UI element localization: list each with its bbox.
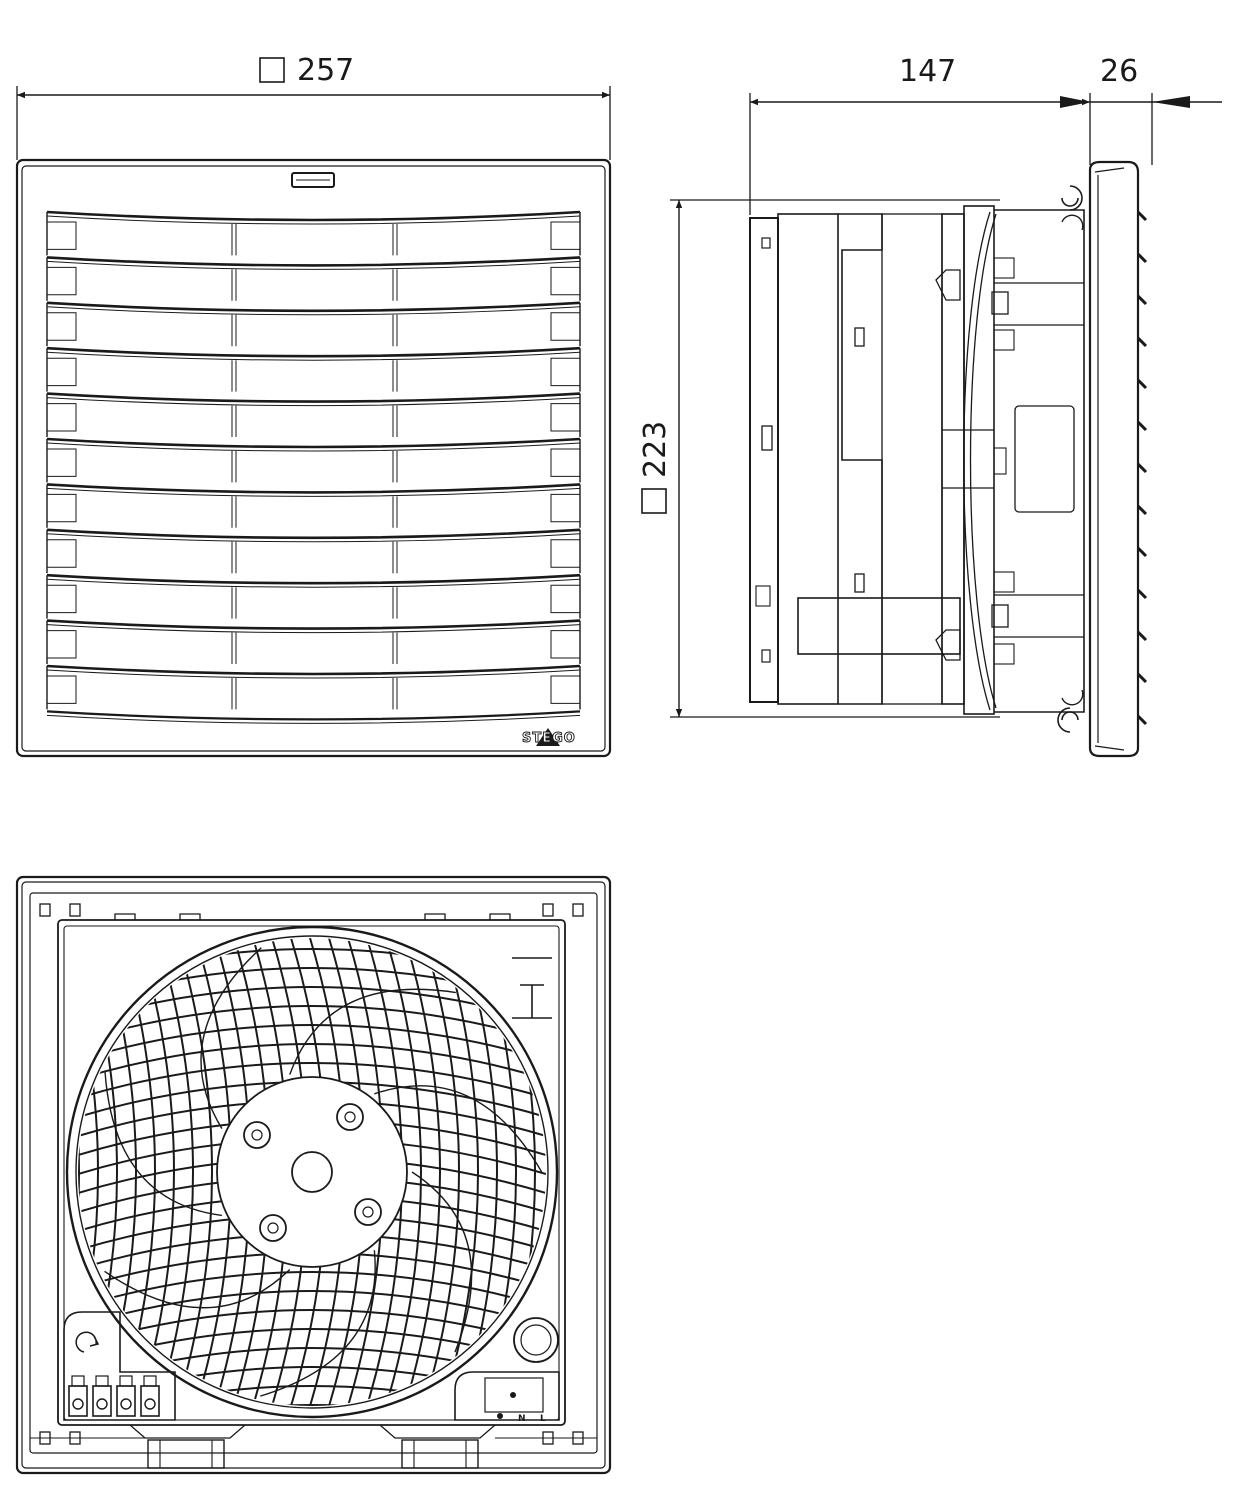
grille-slat [46,392,581,403]
fan-guard-ring [65,925,559,1419]
height-dimension-value: 223 [638,421,673,478]
svg-text:STEGO: STEGO [522,731,576,746]
front-frame-inner [21,165,606,752]
width-dimension: 257 [16,53,611,160]
front-frame-outer [15,158,612,758]
grille-slat [46,573,581,585]
grille-slat [46,664,581,676]
side-view: 147 26 223 [638,54,1222,758]
grille-slat [46,256,581,267]
earth-icon [75,1331,100,1353]
side-clips [1057,185,1084,733]
grille-slat [46,710,581,721]
connection-block: N L [454,1317,560,1424]
grille-slat [46,346,581,358]
fan-hub [216,1076,408,1268]
stego-logo: STEGO [522,728,576,746]
grille-slat [46,301,581,313]
svg-text:L: L [540,1414,546,1424]
frame-depth-dimension-value: 26 [1100,54,1138,89]
grille-slat [46,210,581,222]
terminal-block [63,1311,176,1421]
height-dimension: 223 [638,199,1000,718]
width-dimension-value: 257 [297,53,354,88]
square-symbol-icon [641,488,667,514]
frame-depth-dimension: 26 [1060,54,1222,165]
front-view: 257 STEGO [15,53,612,758]
depth-dimension-value: 147 [899,54,956,89]
square-symbol-icon [259,57,285,83]
cable-gland [513,1317,559,1363]
grille-louvers [46,210,581,724]
grille-slat [46,437,581,449]
depth-dimension: 147 [749,54,1091,215]
rear-view: N L [15,875,612,1475]
grille-slat [46,483,581,494]
grille-slat [46,619,581,630]
hub-screws [243,1103,382,1242]
grille-slat [46,528,581,540]
svg-text:N: N [518,1414,526,1424]
top-latch [291,172,335,188]
side-louvers [1136,210,1148,726]
